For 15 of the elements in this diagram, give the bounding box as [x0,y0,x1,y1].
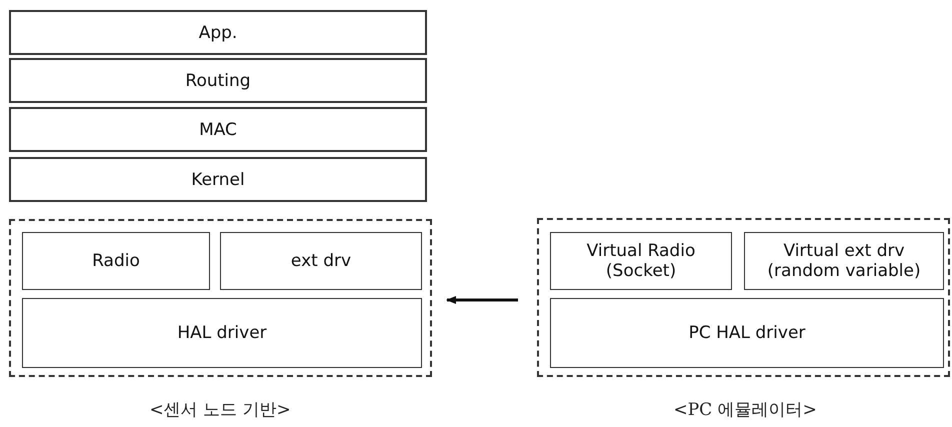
layer-box: App. [9,10,427,55]
layer-box: Routing [9,58,427,103]
module-box: Radio [22,232,210,290]
layer-box: Kernel [9,157,427,202]
module-box: HAL driver [22,298,422,368]
module-box: ext drv [220,232,422,290]
arrow [446,296,518,304]
group-box [9,219,432,377]
group-box [537,218,950,377]
module-box: PC HAL driver [550,298,944,368]
node-label: <PC 에뮬레이터> [674,399,817,421]
layer-box: MAC [9,107,427,152]
module-box: Virtual ext drv (random variable) [744,232,944,290]
node-label: <센서 노드 기반> [150,399,291,421]
module-box: Virtual Radio (Socket) [550,232,732,290]
